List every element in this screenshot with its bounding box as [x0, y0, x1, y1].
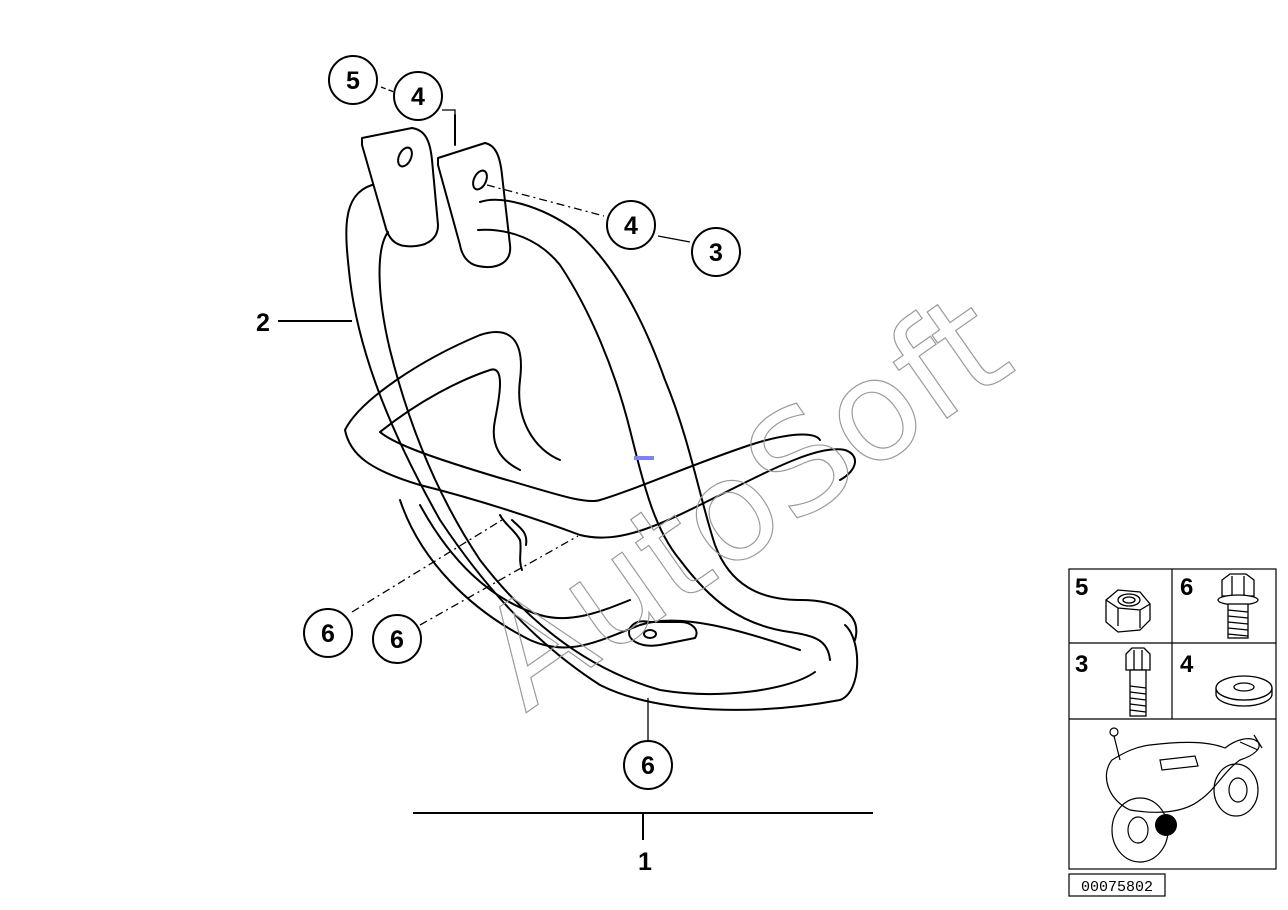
- callout-4-right[interactable]: 4: [606, 200, 656, 250]
- diagram-code-box: 00075802: [1068, 873, 1166, 897]
- leader-5-4: [380, 86, 395, 93]
- left-mount-hole: [397, 146, 413, 168]
- svg-text:6: 6: [321, 620, 335, 648]
- callout-5-top[interactable]: 5: [328, 55, 378, 105]
- front-loop-outer: [344, 331, 856, 539]
- callout-3[interactable]: 3: [691, 227, 741, 277]
- leader-4-top: [442, 109, 456, 115]
- callout-6-left[interactable]: 6: [303, 608, 353, 658]
- legend-item-5[interactable]: 5: [1075, 574, 1151, 633]
- lower-tube-inner: [419, 504, 631, 620]
- lower-tube: [399, 499, 801, 651]
- location-marker: [1155, 814, 1177, 836]
- diagram-code: 00075802: [1081, 879, 1153, 896]
- leader-3: [657, 235, 691, 243]
- legend-item-4[interactable]: 4: [1180, 651, 1273, 707]
- watermark-text: AutoSoft: [451, 263, 1037, 741]
- callout-4-top[interactable]: 4: [393, 71, 443, 121]
- svg-text:4: 4: [1180, 651, 1194, 678]
- svg-text:6: 6: [1180, 574, 1193, 601]
- flange-bolt-icon: [1217, 573, 1259, 639]
- callout-6-bottom[interactable]: 6: [623, 740, 673, 790]
- label-assembly-1[interactable]: 1: [638, 848, 652, 876]
- svg-text:4: 4: [624, 212, 638, 240]
- legend-item-6[interactable]: 6: [1180, 573, 1259, 639]
- washer-icon: [1215, 675, 1273, 707]
- side-clip: [499, 514, 528, 571]
- svg-text:5: 5: [346, 67, 360, 95]
- lower-bracket: [628, 620, 698, 647]
- svg-text:5: 5: [1075, 574, 1088, 601]
- svg-text:3: 3: [1075, 651, 1088, 678]
- hex-bolt-icon: [1125, 647, 1151, 717]
- crash-bar-drawing: [344, 114, 859, 711]
- label-part-2[interactable]: 2: [256, 309, 270, 337]
- leader-6-mid: [419, 535, 579, 626]
- legend-panel: 5 6 3: [1068, 568, 1277, 870]
- leader-lines: [278, 86, 873, 840]
- left-mount-plate: [361, 127, 439, 248]
- leader-4-right: [486, 184, 605, 217]
- svg-text:3: 3: [709, 239, 723, 267]
- right-mount-plate: [437, 142, 512, 268]
- left-tube-inner: [378, 231, 816, 695]
- left-tube-outer: [345, 184, 859, 711]
- svg-text:6: 6: [390, 626, 404, 654]
- right-tube-outer: [479, 198, 858, 641]
- leader-6-left: [351, 519, 503, 613]
- legend-item-3[interactable]: 3: [1075, 647, 1151, 717]
- right-mount-hole: [472, 169, 488, 191]
- callout-6-mid[interactable]: 6: [372, 614, 422, 664]
- front-loop-inner: [379, 368, 821, 503]
- svg-text:6: 6: [641, 752, 655, 780]
- bracket-hole: [643, 629, 657, 639]
- svg-text:4: 4: [411, 83, 425, 111]
- hex-nut-icon: [1105, 589, 1151, 633]
- center-marker: [634, 456, 654, 460]
